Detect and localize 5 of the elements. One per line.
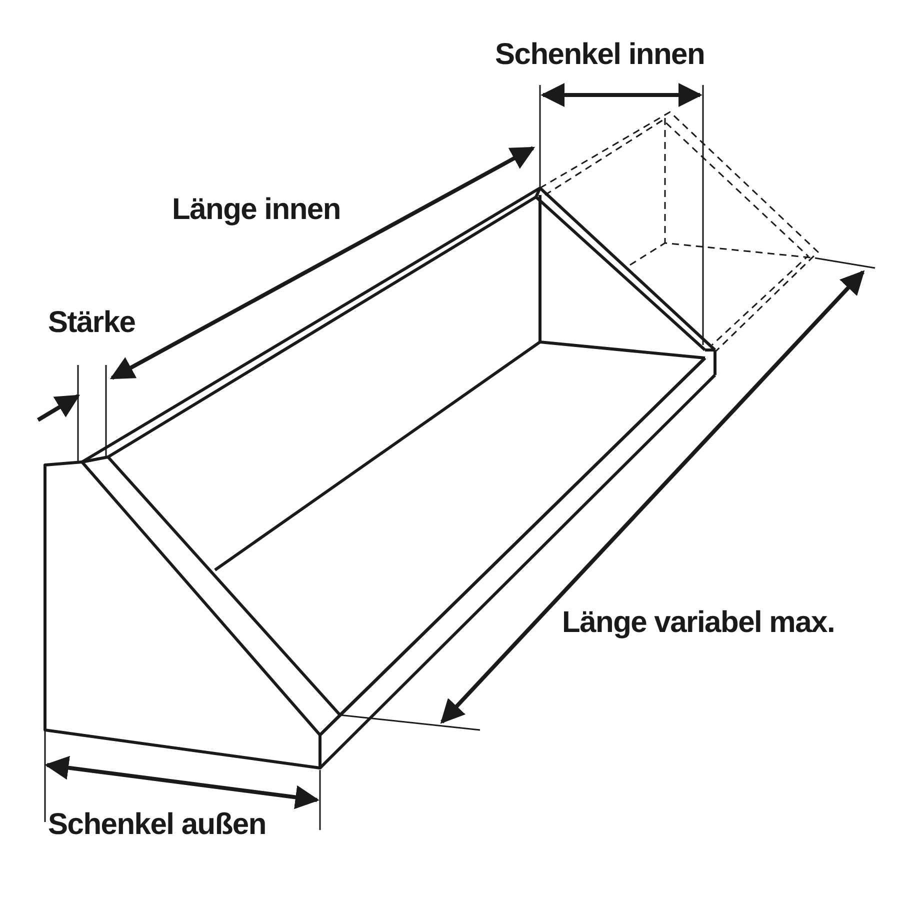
- dimension-label: Schenkel außen: [48, 810, 266, 840]
- dimension-label: Schenkel innen: [495, 40, 705, 70]
- dimension-label: Stärke: [48, 308, 136, 338]
- dimension-label: Länge innen: [172, 195, 340, 225]
- dimension-label: Länge variabel max.: [562, 608, 835, 638]
